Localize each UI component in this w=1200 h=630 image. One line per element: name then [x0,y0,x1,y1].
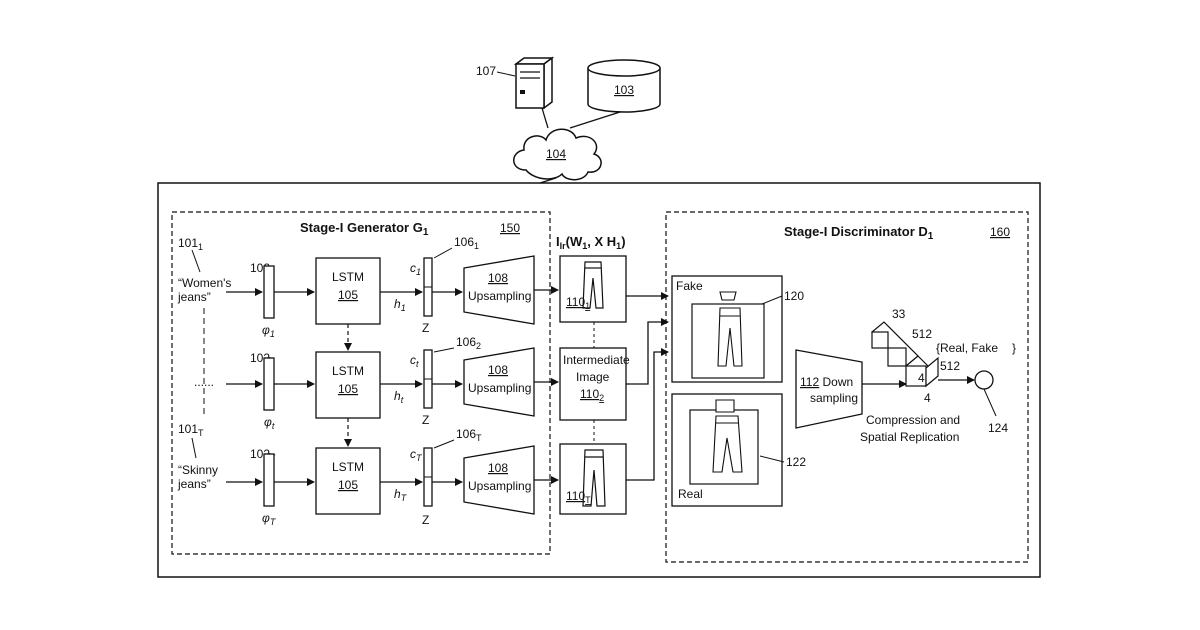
output-set: {Real, Fake [936,341,998,355]
lstm-ref: 105 [338,288,358,302]
downsampling-label-2: sampling [810,391,858,405]
embedding-bar [264,454,274,506]
phi-label: φ1 [262,323,275,339]
intermediate-text-2: Image [576,370,610,384]
server-link [542,108,548,128]
upsampling-ref: 108 [488,363,508,377]
lstm-ref: 105 [338,478,358,492]
input-dots: ...... [194,375,214,389]
block-512a: 512 [912,327,932,341]
embedding-bar [264,266,274,318]
input-bottom-text-2: jeans” [177,477,211,491]
vector-ref: 1061 [454,235,479,251]
database-ref: 103 [614,83,634,97]
lstm-ref: 105 [338,382,358,396]
fake-ref: 120 [784,289,804,303]
downsampling-block [796,350,862,428]
input-top-text-1: “Women's [178,276,231,290]
block-4a: 4 [918,371,925,385]
upsampling-label: Upsampling [468,289,531,303]
z-label: Z [422,413,429,427]
upsampling-label: Upsampling [468,381,531,395]
input-bottom-ref: 101T [178,422,204,438]
generator-title: Stage-I Generator G1 [300,220,429,238]
server-ref: 107 [476,64,496,78]
output-node [975,371,993,389]
c-label: c1 [410,261,421,277]
database-link [570,112,620,128]
upsampling-label: Upsampling [468,479,531,493]
block-512b: 512 [940,359,960,373]
server-icon [516,58,552,108]
upsampling-ref: 108 [488,271,508,285]
upsampling-ref: 108 [488,461,508,475]
h-label: h1 [394,297,406,313]
h-label: hT [394,487,408,503]
cloud-ref: 104 [546,147,566,161]
generator-row-1: 1021 φ1 LSTM 105 h1 c1 Z 1061 108 Upsamp… [226,235,558,339]
downsampling-label-1: 112 Down [800,375,853,389]
fake-label: Fake [676,279,703,293]
block-33: 33 [892,307,906,321]
lstm-label: LSTM [332,270,364,284]
real-label: Real [678,487,703,501]
generator-ref: 150 [500,221,520,235]
z-label: Z [422,321,429,335]
lstm-label: LSTM [332,364,364,378]
vector-ref: 1062 [456,335,481,351]
vector-ref: 106T [456,427,482,443]
output-ref: 124 [988,421,1008,435]
discriminator-title: Stage-I Discriminator D1 [784,224,934,242]
generator-row-3: 102T φT LSTM 105 hT cT Z 106T 108 Upsamp… [226,427,558,527]
h-label: ht [394,389,404,405]
intermediate-text-1: Intermediate [563,353,630,367]
compression-label-1: Compression and [866,413,960,427]
compression-label-2: Spatial Replication [860,430,959,444]
input-top-ref: 1011 [178,236,203,252]
z-label: Z [422,513,429,527]
generator-row-2: 1022 φt LSTM 105 ht ct Z 1062 108 Upsamp… [226,335,558,431]
output-set-close: } [1012,341,1016,355]
phi-label: φt [264,415,275,431]
phi-label: φT [262,511,277,527]
real-ref: 122 [786,455,806,469]
c-label: ct [410,353,419,369]
input-bottom-text-1: “Skinny [178,463,218,477]
lstm-label: LSTM [332,460,364,474]
block-4b: 4 [924,391,931,405]
input-top-text-2: jeans” [177,290,211,304]
discriminator-ref: 160 [990,225,1010,239]
embedding-bar [264,358,274,410]
intermediate-header: Ilr(W1, X H1) [556,234,626,251]
c-label: cT [410,447,423,463]
